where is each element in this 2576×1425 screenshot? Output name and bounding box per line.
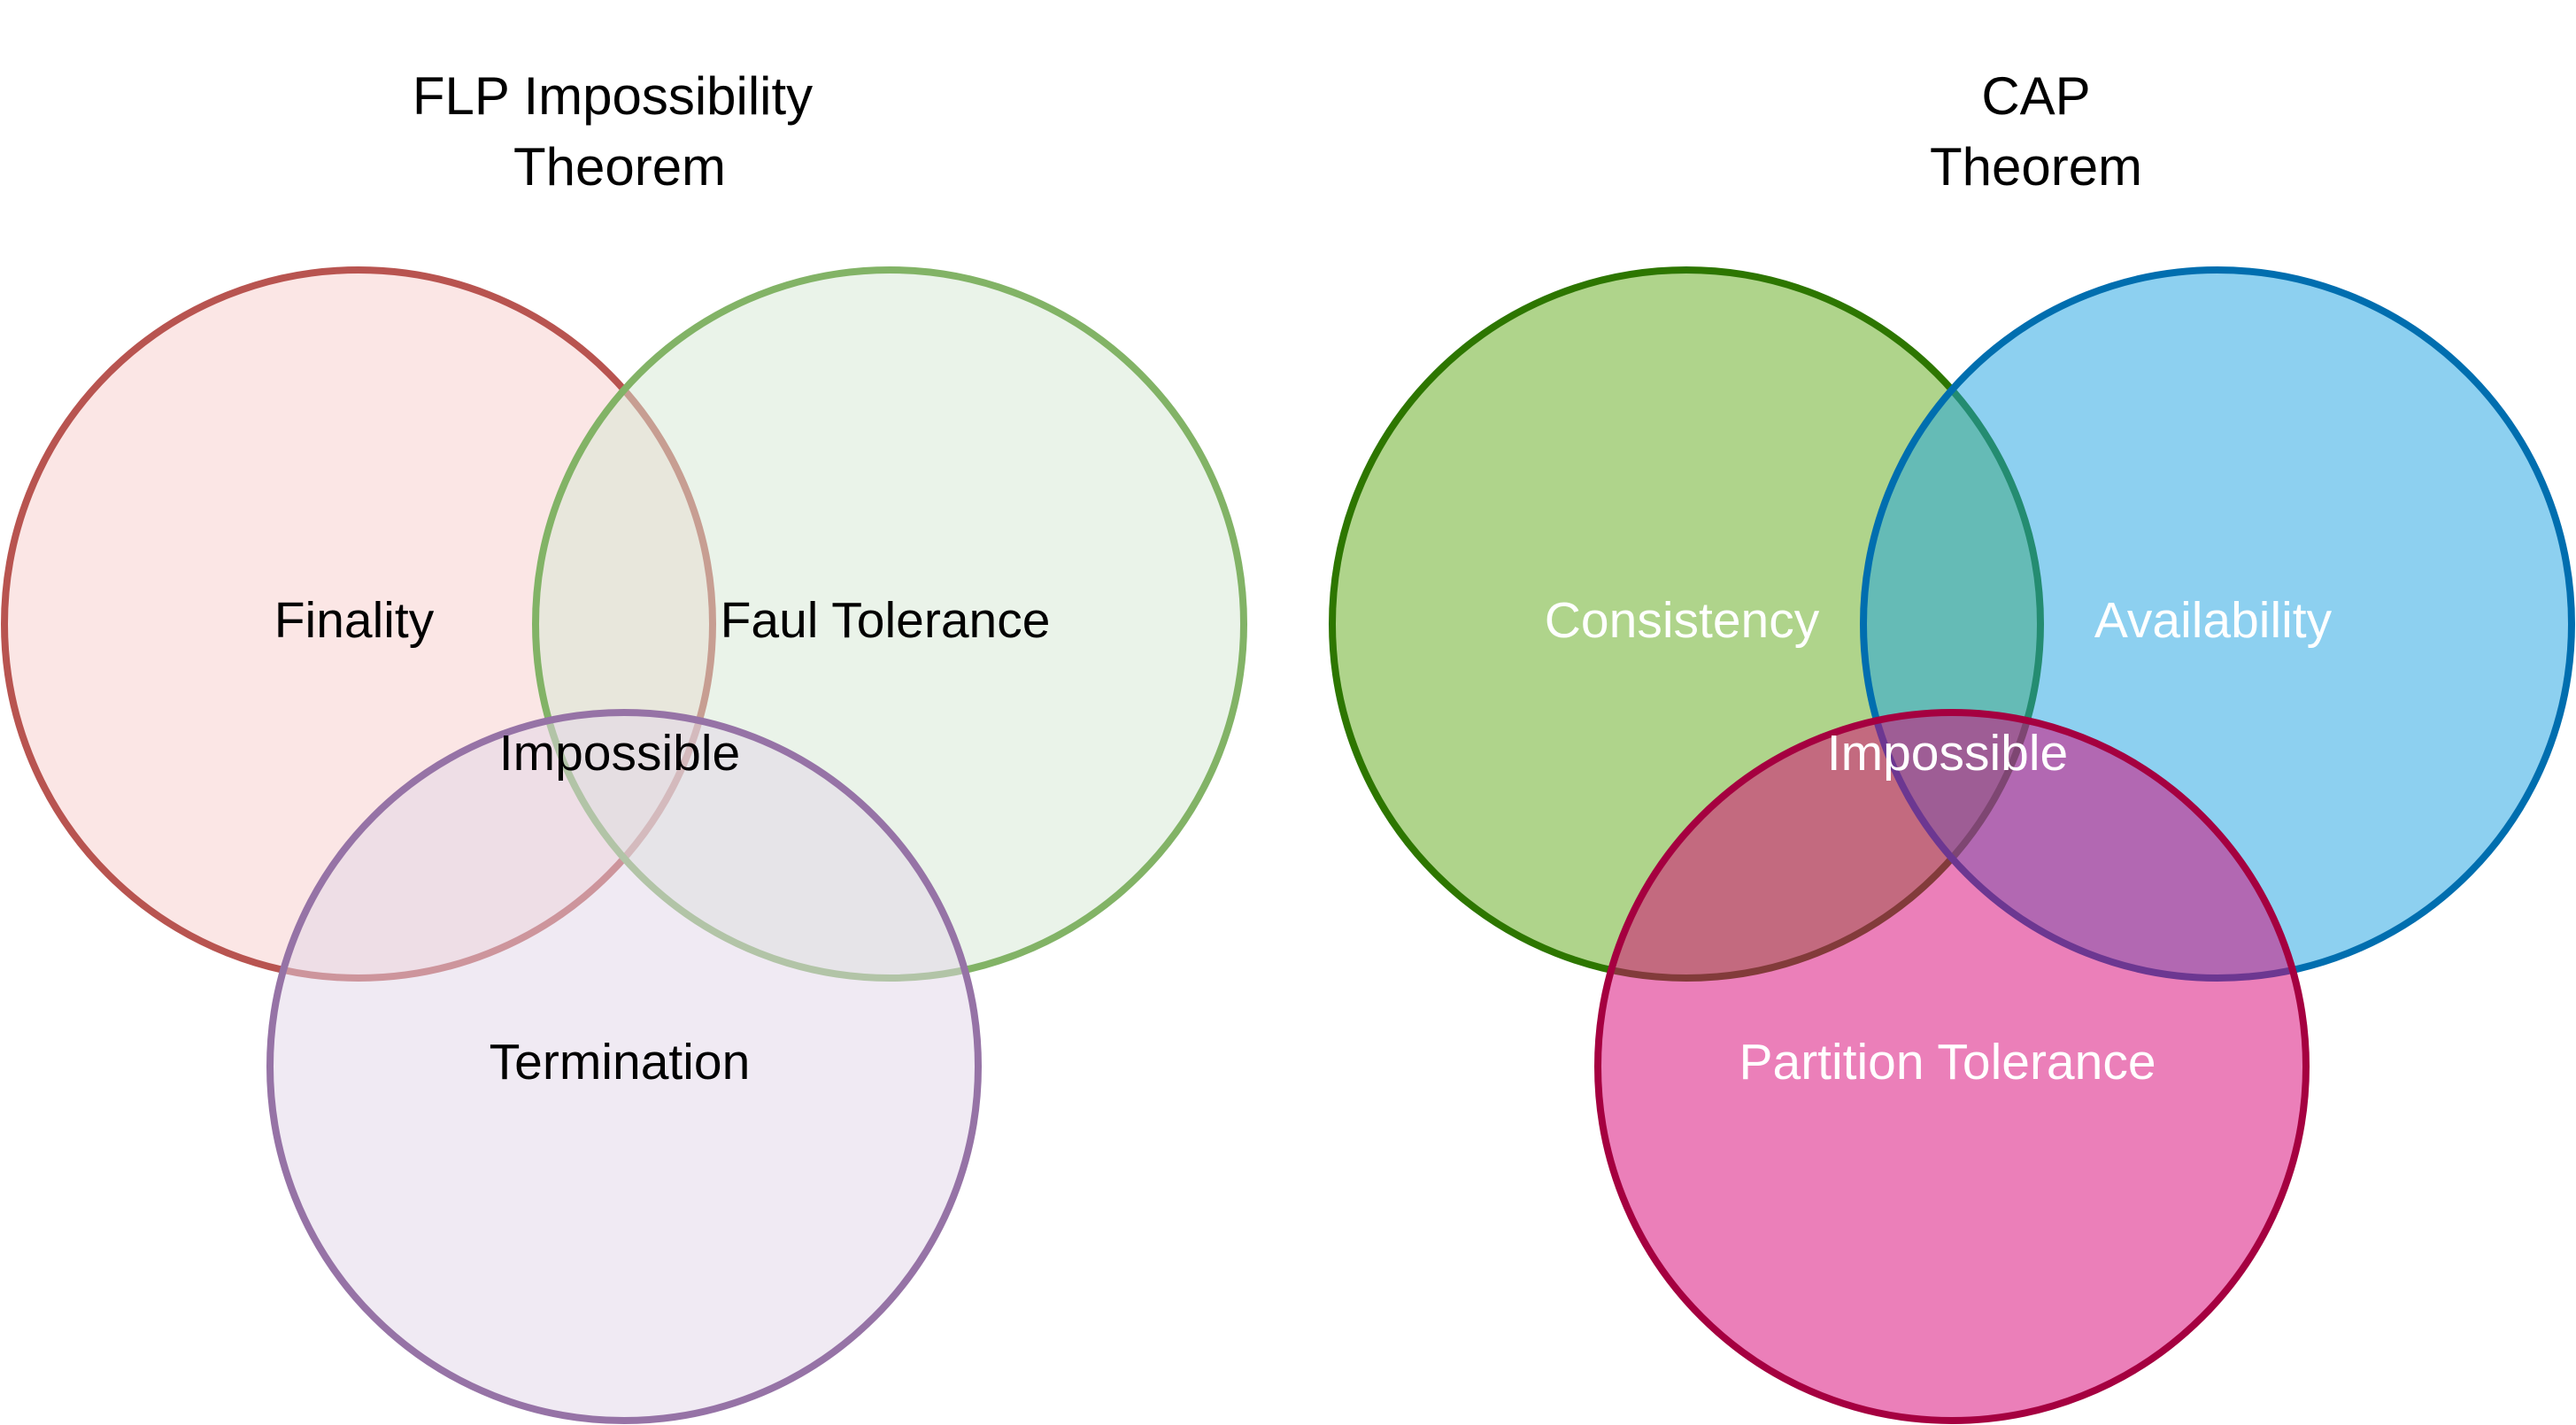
termination-circle[interactable]	[266, 709, 982, 1424]
partition-tolerance-label: Partition Tolerance	[1739, 1034, 2156, 1090]
cap-title-line2: Theorem	[1930, 137, 2142, 196]
cap-diagram: CAP Theorem Consistency Availability Imp…	[1329, 66, 2575, 1424]
fault-tolerance-label: Faul Tolerance	[721, 592, 1051, 649]
availability-label: Availability	[2094, 592, 2333, 649]
termination-label: Termination	[490, 1034, 751, 1090]
flp-title-line1: FLP Impossibility	[413, 66, 813, 126]
flp-diagram: FLP Impossibility Theorem Finality Faul …	[1, 66, 1247, 1424]
flp-title-line2: Theorem	[513, 137, 726, 196]
finality-label: Finality	[274, 592, 435, 649]
cap-impossible-label: Impossible	[1827, 725, 2068, 782]
flp-impossible-label: Impossible	[499, 725, 740, 782]
cap-title-line1: CAP	[1981, 66, 2090, 126]
partition-tolerance-circle[interactable]	[1594, 709, 2310, 1424]
consistency-label: Consistency	[1545, 592, 1820, 649]
